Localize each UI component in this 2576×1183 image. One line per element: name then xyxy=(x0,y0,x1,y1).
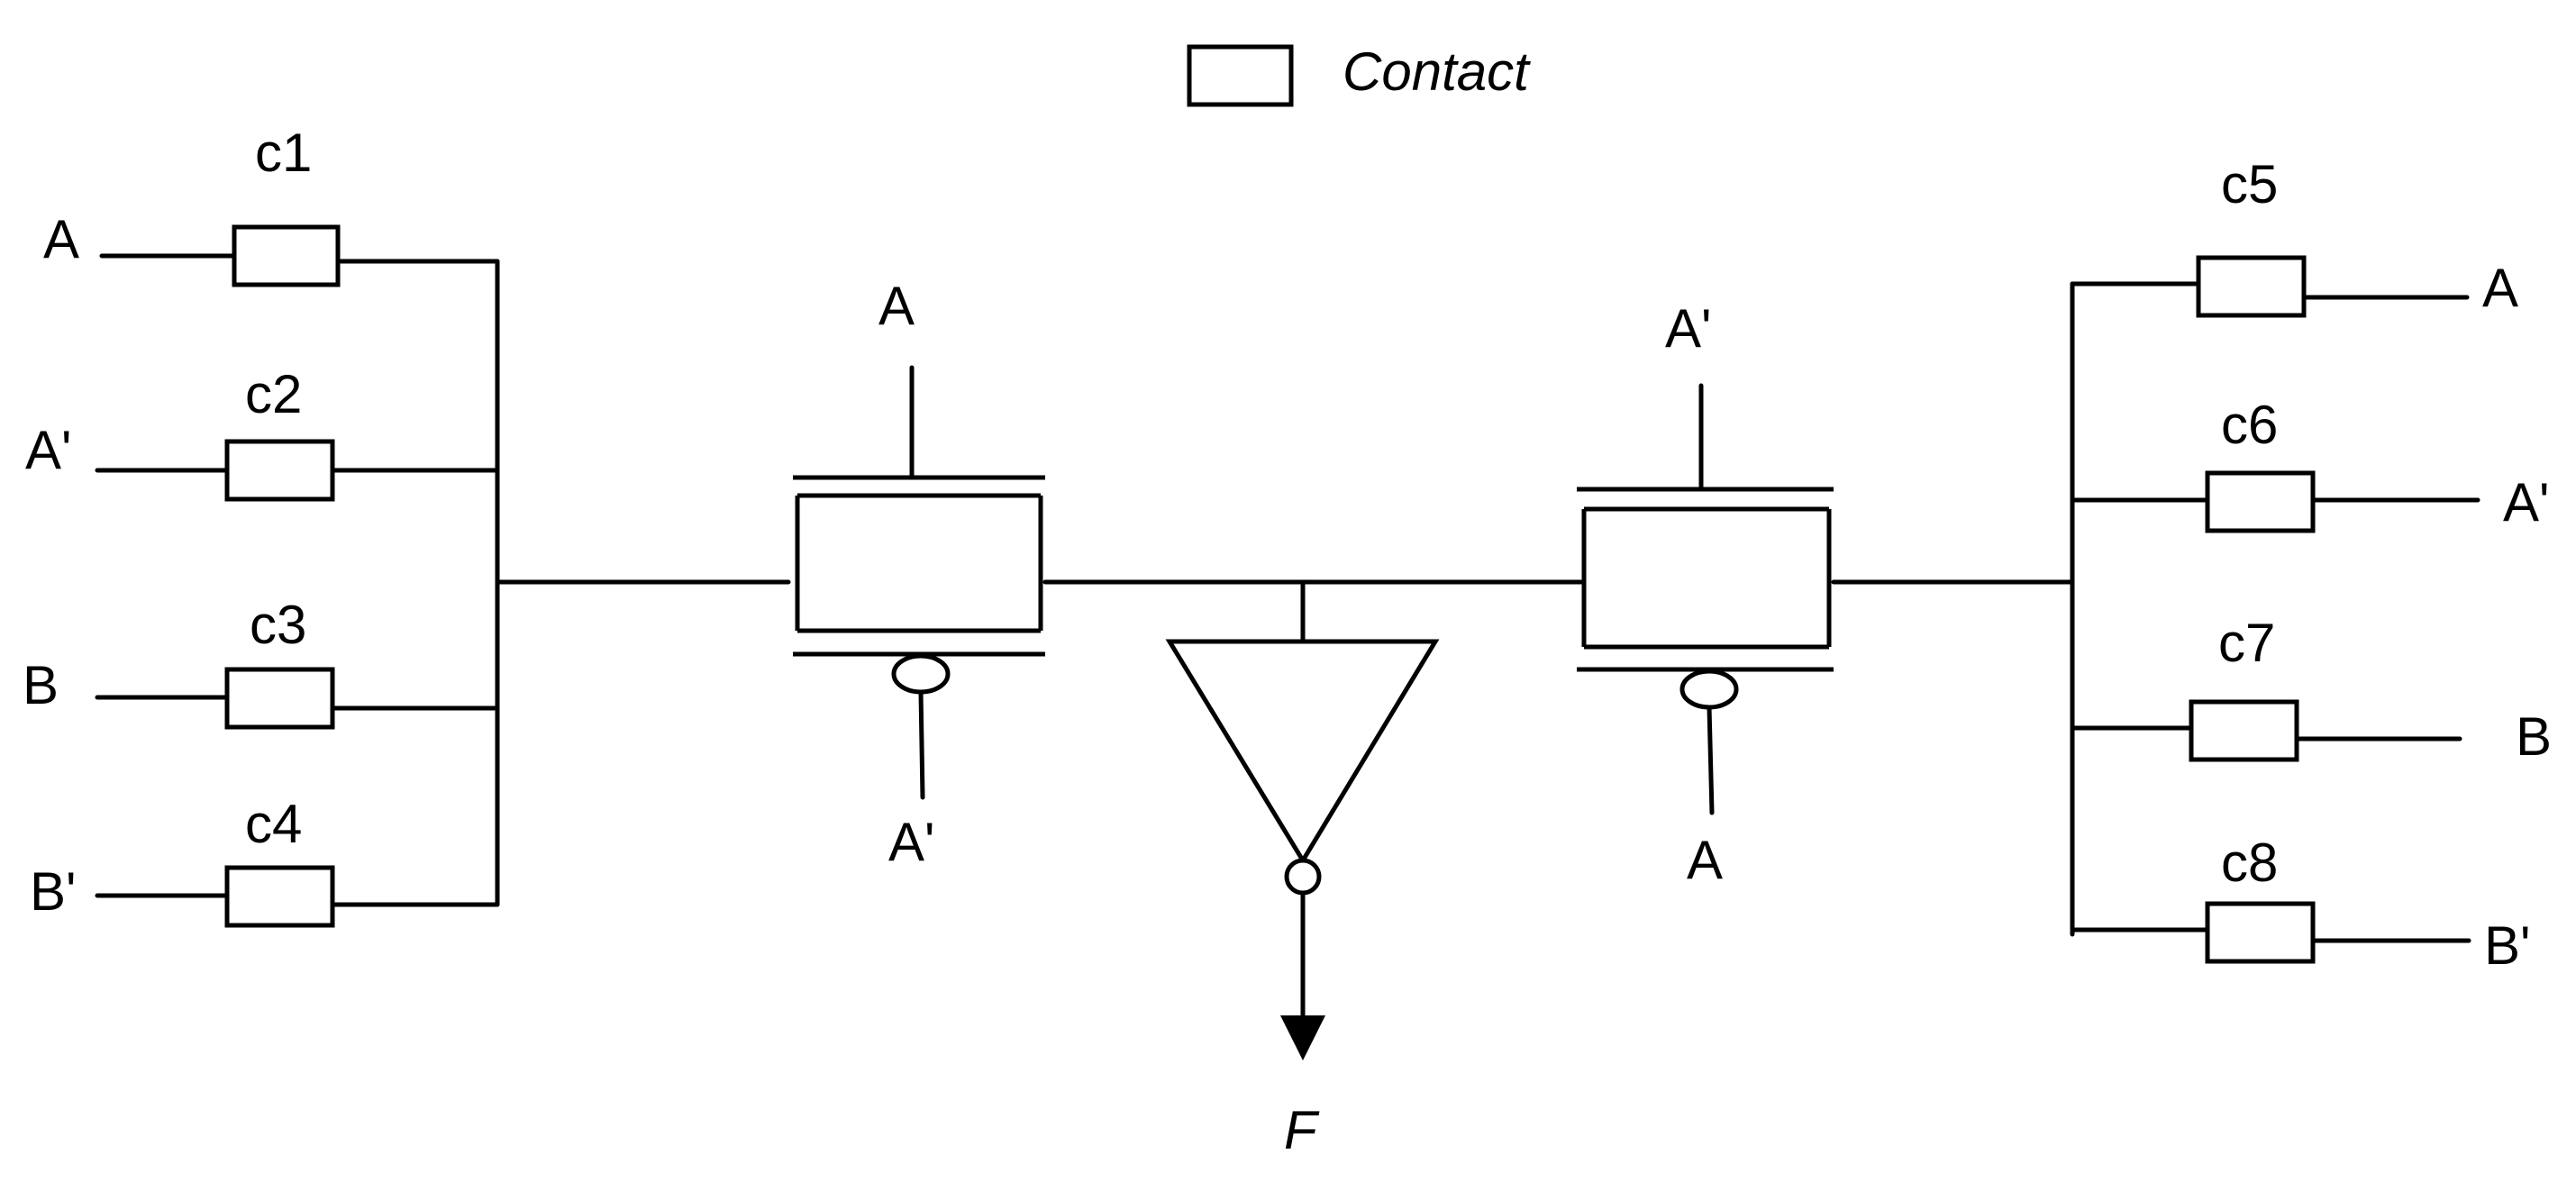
inverter-triangle xyxy=(1165,639,1440,865)
right-gate-top-label: A' xyxy=(1665,298,1711,359)
input-label-c6: A' xyxy=(2503,472,2549,532)
legend-label: Contact xyxy=(1343,41,1531,102)
left-contact-group: A c1 A' c2 B c3 B' c4 xyxy=(23,123,500,928)
contact-label-c1: c1 xyxy=(255,123,312,183)
left-gate-bottom-control xyxy=(918,689,925,800)
inverter: F xyxy=(1165,579,1440,1160)
right-gate-bottom-label: A xyxy=(1687,830,1723,890)
contact-c6 xyxy=(2205,470,2316,533)
inverter-output-bubble xyxy=(1284,858,1322,896)
contact-c2 xyxy=(224,439,335,502)
contact-c8 xyxy=(2205,901,2316,964)
contact-c7 xyxy=(2189,699,2299,762)
output-label: F xyxy=(1284,1100,1320,1160)
contact-label-c4: c4 xyxy=(245,794,302,854)
input-label-c5: A xyxy=(2482,258,2518,318)
contact-c1 xyxy=(232,224,341,287)
contact-c3 xyxy=(224,667,335,730)
input-label-c1: A xyxy=(43,209,79,269)
contact-c4 xyxy=(224,865,335,928)
legend: Contact xyxy=(1187,41,1531,107)
input-label-c7: B xyxy=(2516,706,2552,767)
contact-label-c6: c6 xyxy=(2221,395,2278,455)
contact-label-c2: c2 xyxy=(245,364,302,424)
legend-contact-symbol xyxy=(1187,44,1294,107)
right-gate-inversion-bubble xyxy=(1679,669,1739,710)
contact-label-c3: c3 xyxy=(250,595,306,655)
right-transmission-gate: A' A xyxy=(1577,298,1834,890)
input-label-c4: B' xyxy=(30,861,76,922)
contact-label-c7: c7 xyxy=(2218,613,2275,673)
contact-label-c8: c8 xyxy=(2221,833,2278,893)
left-transmission-gate: A A' xyxy=(793,276,1045,872)
left-gate-top-label: A xyxy=(878,276,915,336)
right-gate-bottom-control xyxy=(1707,705,1715,815)
contact-c5 xyxy=(2196,255,2307,318)
left-gate-inversion-bubble xyxy=(891,653,951,695)
input-label-c3: B xyxy=(23,655,59,715)
input-label-c8: B' xyxy=(2484,915,2530,976)
left-gate-bottom-label: A' xyxy=(888,812,934,872)
contact-label-c5: c5 xyxy=(2221,154,2278,214)
right-contact-group: c5 A c6 A' c7 B c8 B' xyxy=(2070,154,2552,976)
input-label-c2: A' xyxy=(25,420,71,480)
